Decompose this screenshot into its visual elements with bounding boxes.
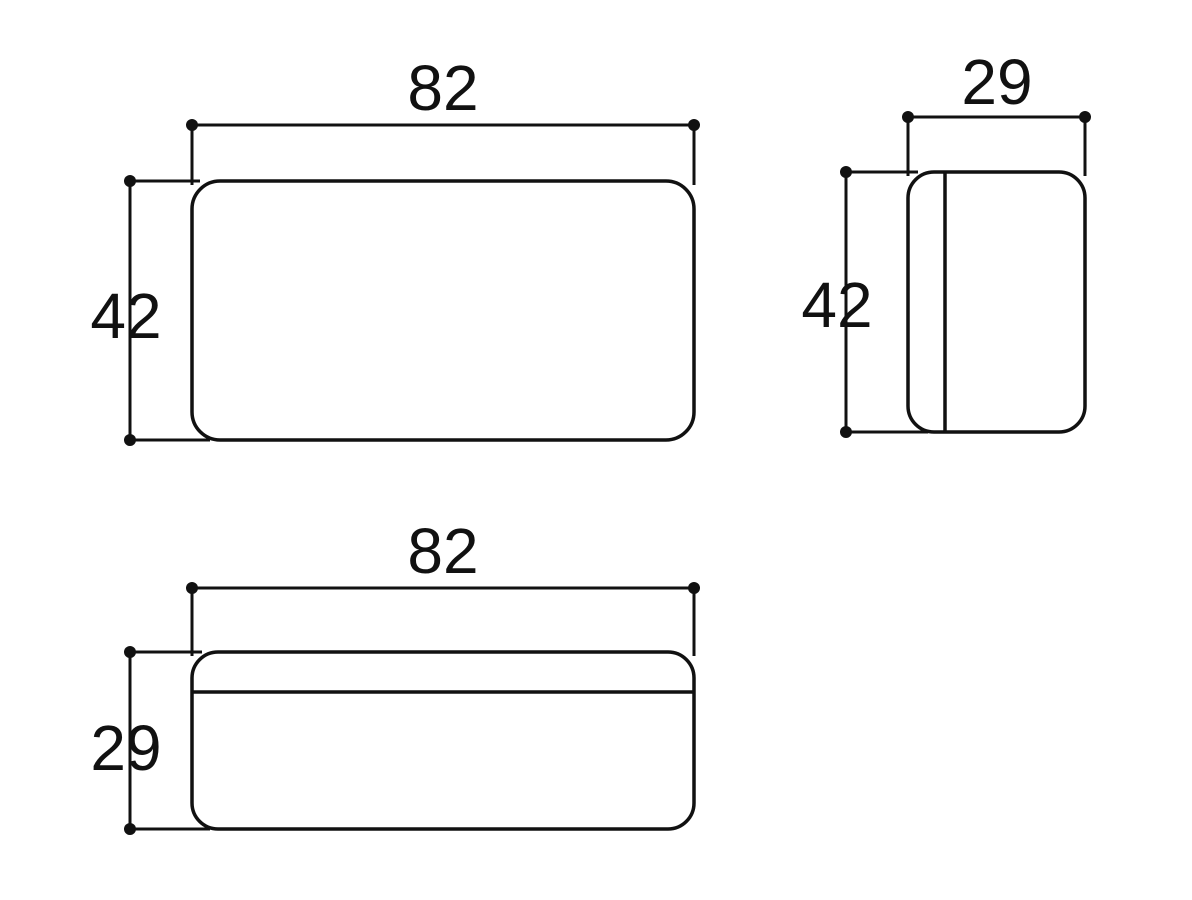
top-view-width-label: 82: [407, 515, 478, 587]
front-view: 82 42: [90, 52, 700, 446]
top-view-width-dimension: 82: [186, 515, 700, 656]
front-view-outline: [190, 179, 696, 442]
side-view-height-label: 42: [801, 269, 872, 341]
front-view-width-label: 82: [407, 52, 478, 124]
top-view: 82 29: [90, 515, 700, 835]
side-view-width-label: 29: [961, 46, 1032, 118]
side-view-width-dimension: 29: [902, 46, 1091, 176]
top-view-outline: [190, 650, 696, 831]
side-view-height-dimension: 42: [801, 166, 928, 438]
front-view-width-dimension: 82: [186, 52, 700, 185]
top-view-height-dimension: 29: [90, 646, 210, 835]
top-view-height-label: 29: [90, 712, 161, 784]
front-view-height-label: 42: [90, 280, 161, 352]
front-view-height-dimension: 42: [90, 175, 210, 446]
side-view: 29 42: [801, 46, 1091, 438]
side-view-outline: [906, 170, 1087, 434]
